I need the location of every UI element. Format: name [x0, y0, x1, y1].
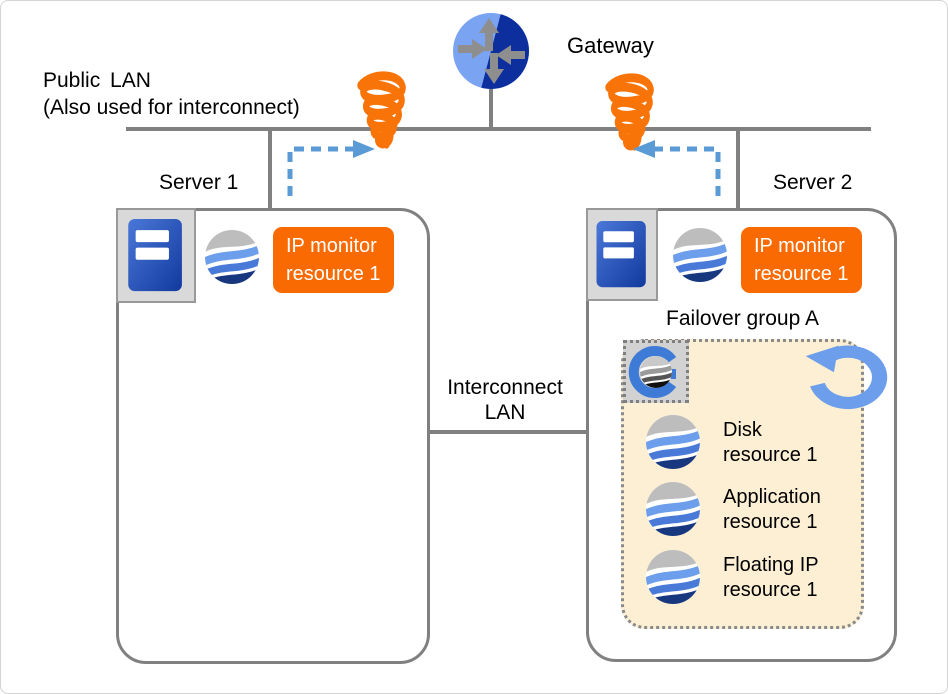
server2-ip-monitor-badge: IP monitor resource 1	[741, 227, 862, 293]
gateway-connector-line	[489, 87, 493, 129]
disk-resource-line1: Disk	[723, 419, 762, 441]
server2-monitor-resource-icon	[673, 228, 727, 282]
server1-badge-line1: IP monitor	[286, 235, 377, 257]
server1-tower-icon	[128, 218, 182, 291]
failover-group-title: Failover group A	[666, 307, 819, 330]
application-resource-line1: Application	[723, 486, 821, 508]
interconnect-lan-line	[423, 430, 587, 434]
public-lan-label-line1: Public LAN	[43, 69, 151, 92]
server2-label: Server 2	[773, 171, 853, 194]
server1-label: Server 1	[159, 171, 239, 194]
application-resource-icon	[646, 482, 700, 536]
gateway-label: Gateway	[567, 33, 654, 58]
monitor-arrow-right-icon	[633, 140, 721, 196]
application-resource-line2: resource 1	[723, 511, 818, 533]
disk-resource-icon	[646, 415, 700, 469]
disk-resource-line2: resource 1	[723, 444, 818, 466]
group-icon	[628, 345, 677, 398]
server1-icon-chip	[116, 208, 196, 303]
server1-ip-monitor-badge: IP monitor resource 1	[273, 227, 394, 293]
server1-connector-line	[268, 129, 272, 209]
interconnect-lan-label: Interconnect LAN	[425, 375, 585, 425]
server2-badge-line2: resource 1	[754, 263, 849, 285]
failover-group-icon-chip	[623, 340, 689, 403]
server2-icon-chip	[586, 208, 658, 301]
gateway-icon	[453, 13, 529, 89]
public-lan-label-line2: (Also used for interconnect)	[43, 96, 300, 119]
server1-monitor-resource-icon	[205, 230, 259, 284]
floating-ip-resource-icon	[646, 550, 700, 604]
server2-badge-line1: IP monitor	[754, 235, 845, 257]
floating-ip-resource-line1: Floating IP	[723, 554, 819, 576]
floating-ip-resource-line2: resource 1	[723, 579, 818, 601]
interconnect-label-line2: LAN	[484, 401, 526, 424]
public-lan-label: Public LAN (Also used for interconnect)	[43, 67, 300, 121]
network-failure-tornado-left-icon	[351, 69, 413, 151]
public-lan-line	[126, 127, 871, 131]
application-resource-label: Application resource 1	[723, 485, 821, 535]
interconnect-label-line1: Interconnect	[447, 376, 563, 399]
server1-badge-line2: resource 1	[286, 263, 381, 285]
disk-resource-label: Disk resource 1	[723, 418, 818, 468]
server2-tower-icon	[596, 220, 646, 287]
failover-rotation-icon	[801, 339, 895, 415]
floating-ip-resource-label: Floating IP resource 1	[723, 553, 819, 603]
monitor-arrow-left-icon	[287, 140, 375, 196]
server2-connector-line	[736, 129, 740, 209]
